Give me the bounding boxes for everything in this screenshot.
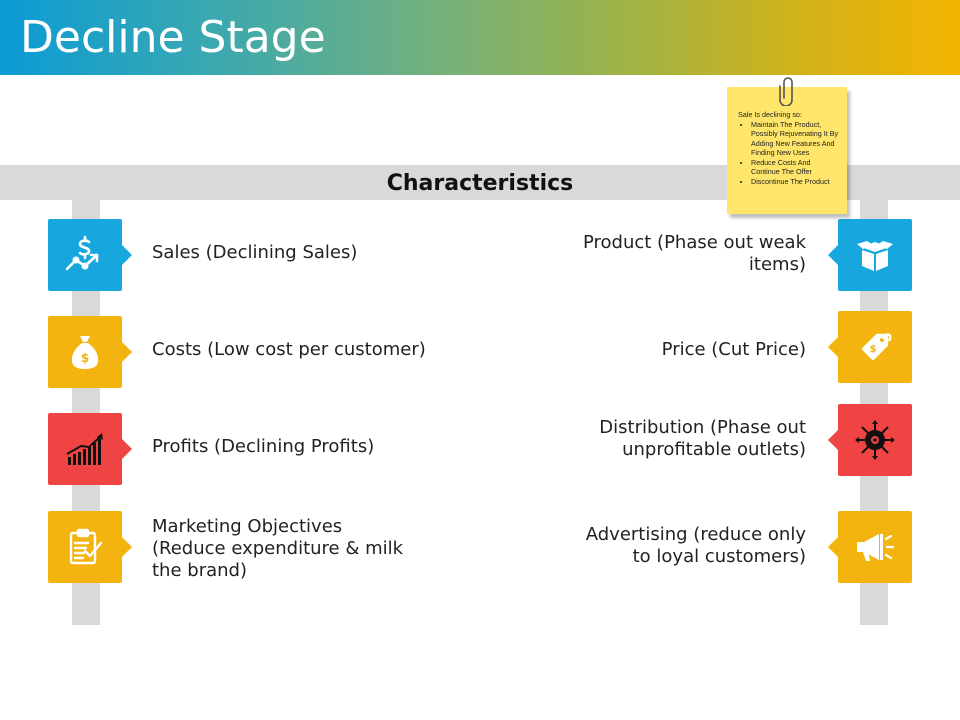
clipboard-check-icon (48, 511, 132, 583)
page-title: Decline Stage (20, 12, 326, 63)
megaphone-icon (828, 511, 912, 583)
header-banner (0, 0, 960, 75)
sales-icon (48, 219, 132, 291)
svg-text:$: $ (870, 344, 877, 355)
left-item-label-3: Profits (Declining Profits) (152, 436, 375, 457)
box-icon (828, 219, 912, 291)
svg-text:$: $ (81, 351, 89, 365)
note-item-3: Discontinue The Product (751, 177, 839, 187)
right-item-label-3: Distribution (Phase out unprofitable out… (599, 417, 806, 460)
left-item-label-4: Marketing Objectives (Reduce expenditure… (152, 516, 404, 581)
right-item-label-4: Advertising (reduce only to loyal custom… (585, 524, 806, 567)
distribution-icon (828, 404, 912, 476)
bar-growth-icon (48, 413, 132, 485)
right-item-label-2: Price (Cut Price) (661, 339, 806, 360)
left-item-label-2: Costs (Low cost per customer) (152, 339, 426, 360)
section-title: Characteristics (386, 171, 574, 196)
left-item-label-1: Sales (Declining Sales) (152, 242, 358, 263)
note-item-2: Reduce Costs And Continue The Offer (751, 158, 839, 177)
right-item-label-1: Product (Phase out weak items) (582, 232, 806, 275)
note-item-1: Maintain The Product, Possibly Rejuvenat… (751, 120, 839, 158)
money-bag-icon: $ (48, 316, 132, 388)
paperclip-icon (779, 77, 793, 106)
note-list: Maintain The Product, Possibly Rejuvenat… (738, 120, 839, 187)
sticky-note: Sale Is declining so: Maintain The Produ… (727, 87, 847, 214)
note-intro: Sale Is declining so: (738, 110, 802, 119)
price-tag-icon: $ (828, 311, 912, 383)
